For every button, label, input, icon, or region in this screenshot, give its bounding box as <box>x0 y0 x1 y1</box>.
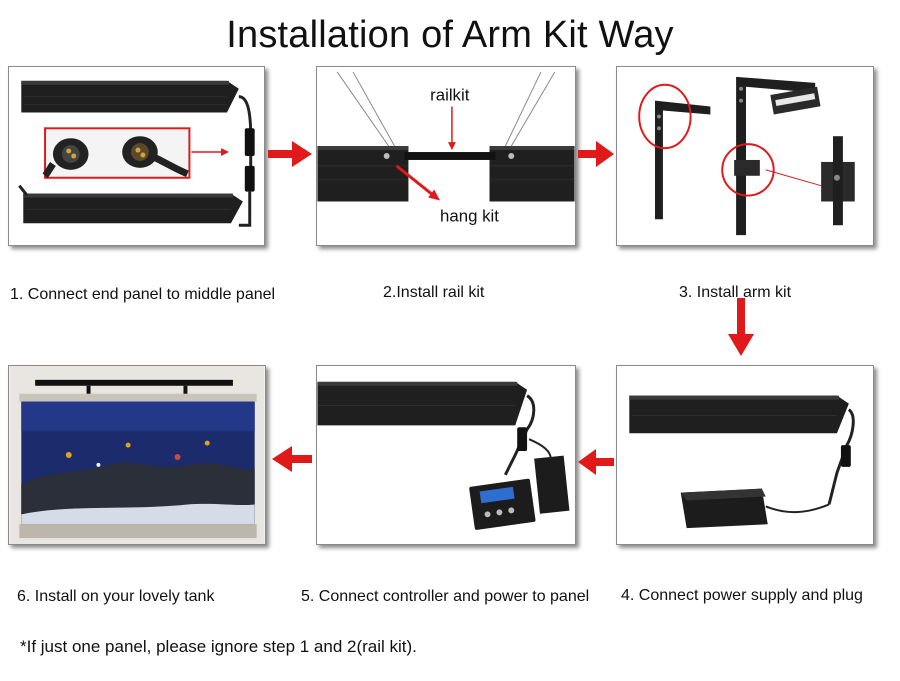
hang-kit-label: hang kit <box>440 206 499 225</box>
step-5-caption: 5. Connect controller and power to panel <box>301 588 590 605</box>
connector-closeup <box>42 127 191 179</box>
controller <box>469 478 536 530</box>
aquarium <box>21 401 255 525</box>
step-6-image <box>8 365 266 545</box>
mounted-light <box>35 379 233 386</box>
step-2-image: railkit hang kit <box>316 66 576 246</box>
page-title: Installation of Arm Kit Way <box>226 14 674 56</box>
arrow-step4-to-step5 <box>578 447 614 477</box>
hang-kit-pointer <box>395 164 441 201</box>
led-panel-top <box>21 80 239 113</box>
led-panel <box>317 381 528 426</box>
power-supply <box>534 455 570 514</box>
led-panel-right <box>489 146 575 202</box>
led-panel-left <box>317 146 409 202</box>
step-3-caption: 3. Install arm kit <box>679 284 792 301</box>
power-supply <box>680 488 768 529</box>
arrow-step3-to-step4 <box>726 298 756 356</box>
step-4-image <box>616 365 874 545</box>
step-2-caption: 2.Install rail kit <box>383 284 485 301</box>
step-5-image <box>316 365 576 545</box>
step-4-caption: 4. Connect power supply and plug <box>621 587 863 604</box>
arrow-step5-to-step6 <box>272 444 312 474</box>
led-panel-bottom <box>23 193 243 224</box>
step-1-image <box>8 66 265 246</box>
rail-kit-pointer <box>447 106 456 151</box>
arrow-step2-to-step3 <box>578 139 614 169</box>
rail-bar <box>404 152 496 160</box>
step-6-caption: 6. Install on your lovely tank <box>17 588 215 605</box>
rail-kit-label: railkit <box>430 86 470 105</box>
arrow-step1-to-step2 <box>268 139 312 169</box>
footnote: *If just one panel, please ignore step 1… <box>20 637 417 656</box>
step-1-caption: 1. Connect end panel to middle panel <box>10 286 276 303</box>
step-3-image <box>616 66 874 246</box>
arrow-to-connector <box>191 148 229 156</box>
led-panel <box>629 395 849 434</box>
